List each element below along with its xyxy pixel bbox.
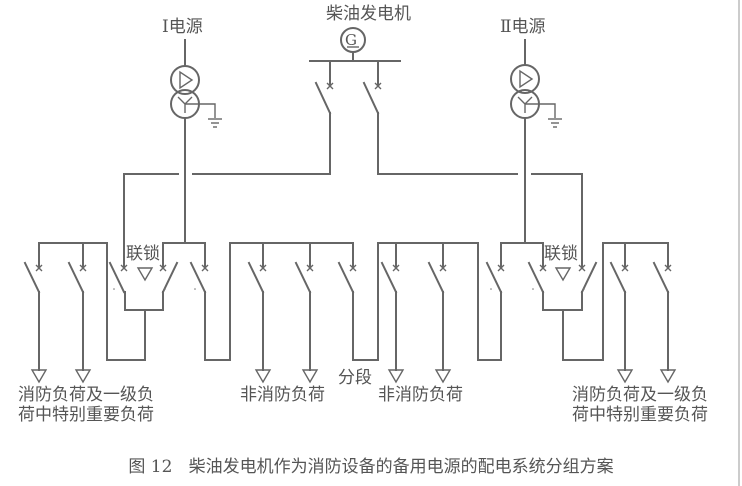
bus-left-nonfire <box>204 242 354 361</box>
bus-right-fire <box>562 242 669 361</box>
breaker-x-icon <box>621 264 629 272</box>
load-arrow-icon <box>434 359 452 384</box>
breaker-x-icon <box>539 264 547 272</box>
source-1-transformer <box>170 39 222 244</box>
breaker-x-icon <box>79 264 87 272</box>
circuit-breaker <box>337 261 357 299</box>
circuit-breaker <box>67 261 87 361</box>
ground-icon <box>208 118 222 128</box>
breaker-x-icon <box>578 264 586 272</box>
section-label: 分段 <box>338 368 372 388</box>
load-arrow-icon <box>74 359 92 384</box>
load-right-line1: 消防负荷及一级负 <box>572 385 708 405</box>
circuit-breaker <box>189 261 209 299</box>
load-right-line2: 荷中特别重要负荷 <box>572 405 708 425</box>
breaker-x-icon <box>159 264 167 272</box>
circuit-breaker <box>427 261 447 361</box>
gen-feeder-right <box>377 173 583 269</box>
load-left-line2: 荷中特别重要负荷 <box>18 405 154 425</box>
breaker-x-icon <box>349 264 357 272</box>
generator-label: 柴油发电机 <box>326 4 411 24</box>
circuit-breaker <box>652 261 672 361</box>
circuit-breaker <box>23 261 43 361</box>
breaker-x-icon <box>664 264 672 272</box>
breaker-x-icon <box>306 264 314 272</box>
load-left-line1: 消防负荷及一级负 <box>18 385 154 405</box>
breaker-x-icon <box>120 264 128 272</box>
source-2-label: Ⅱ电源 <box>500 17 546 37</box>
breaker-x-icon <box>35 264 43 272</box>
generator-symbol: G <box>345 31 357 49</box>
wye-icon <box>517 96 533 113</box>
circuit-breaker <box>247 261 267 361</box>
load-arrow-icon <box>616 359 634 384</box>
breaker-x-icon <box>201 264 209 272</box>
circuit-breaker <box>578 261 598 294</box>
delta-icon <box>519 69 534 89</box>
circuit-breaker <box>527 261 547 294</box>
delta-icon <box>179 70 194 90</box>
interlock-label-left: 联锁 <box>126 244 160 264</box>
circuit-breaker <box>108 261 128 294</box>
figure-caption: 图 12 柴油发电机作为消防设备的备用电源的配电系统分组方案 <box>128 457 614 477</box>
ats-left <box>124 291 164 311</box>
circuit-breaker <box>609 261 629 361</box>
circuit-breaker <box>485 261 505 299</box>
ats-right <box>542 291 583 311</box>
load-arrow-icon <box>387 359 405 384</box>
breaker-x-icon <box>392 264 400 272</box>
bus-left-fire <box>38 242 146 361</box>
source-2-transformer <box>510 39 562 244</box>
load-nonfire-right: 非消防负荷 <box>378 385 463 405</box>
page-border <box>738 0 740 486</box>
breaker-x-icon <box>439 264 447 272</box>
interlock-label-right: 联锁 <box>544 244 578 264</box>
load-arrow-icon <box>30 359 48 384</box>
circuit-breaker <box>294 261 314 361</box>
interlock-icon-left <box>136 267 154 282</box>
load-nonfire-left: 非消防负荷 <box>240 385 325 405</box>
generator <box>309 27 401 175</box>
load-arrow-icon <box>254 359 272 384</box>
load-arrow-icon <box>301 359 319 384</box>
source-1-label: Ⅰ电源 <box>162 17 203 37</box>
circuit-breaker <box>380 261 400 361</box>
load-arrow-icon <box>659 359 677 384</box>
section-tie <box>352 242 502 361</box>
ground-icon <box>548 118 562 128</box>
wye-icon <box>177 96 193 113</box>
circuit-breaker <box>159 261 179 294</box>
breaker-x-icon <box>259 264 267 272</box>
interlock-icon-right <box>554 267 572 282</box>
breaker-x-icon <box>497 264 505 272</box>
gen-feeder-left <box>123 173 331 269</box>
